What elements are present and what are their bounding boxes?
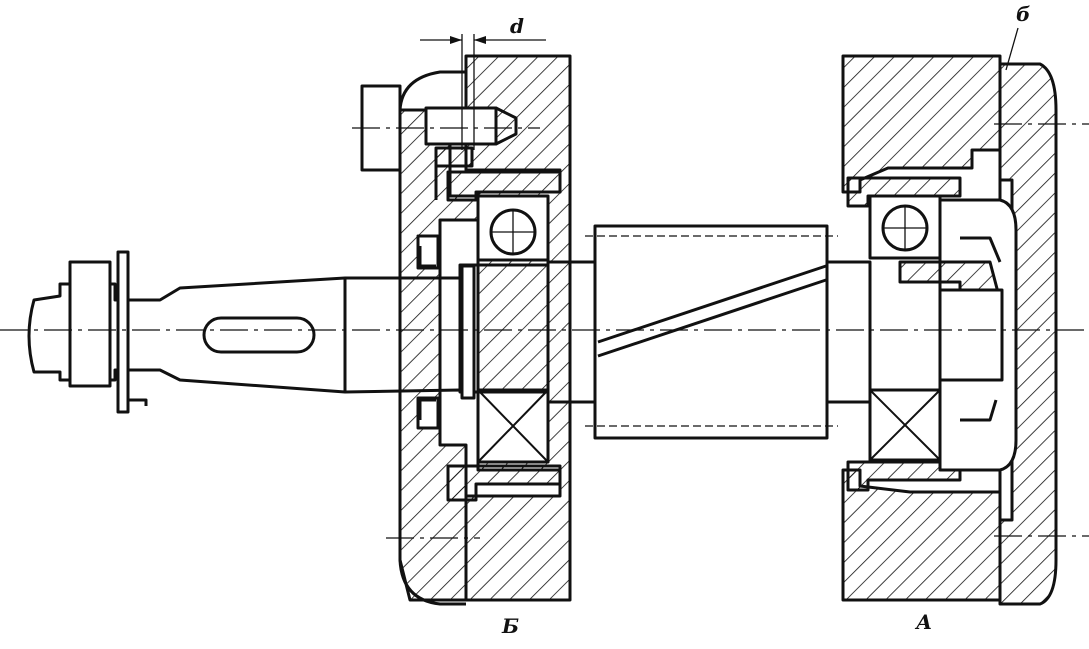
lock-washer (116, 250, 130, 414)
nut (68, 260, 112, 388)
cover-label: б (1016, 2, 1031, 26)
bearing-sleeve-a (846, 176, 962, 492)
clearance-dimension (420, 34, 546, 150)
cover-leader (1005, 27, 1019, 71)
center-lines (0, 123, 1089, 539)
shaft (27, 250, 872, 414)
ball-bearing-b (476, 194, 550, 464)
bearing-sleeve-b (446, 170, 562, 502)
spacer-ring (416, 234, 476, 430)
ball-bearing-a (868, 194, 942, 462)
keyway (202, 316, 316, 354)
end-cap-a (898, 198, 1018, 472)
retainer-top (416, 234, 440, 270)
helical-gear (585, 224, 838, 440)
housing-wall-a (841, 54, 1058, 606)
bearing-b-label: Б (502, 614, 520, 638)
bearing-a-label: А (916, 610, 933, 634)
clearance-label: d (510, 14, 524, 38)
retainer-bottom (416, 396, 440, 430)
end-cap-b (360, 84, 518, 200)
